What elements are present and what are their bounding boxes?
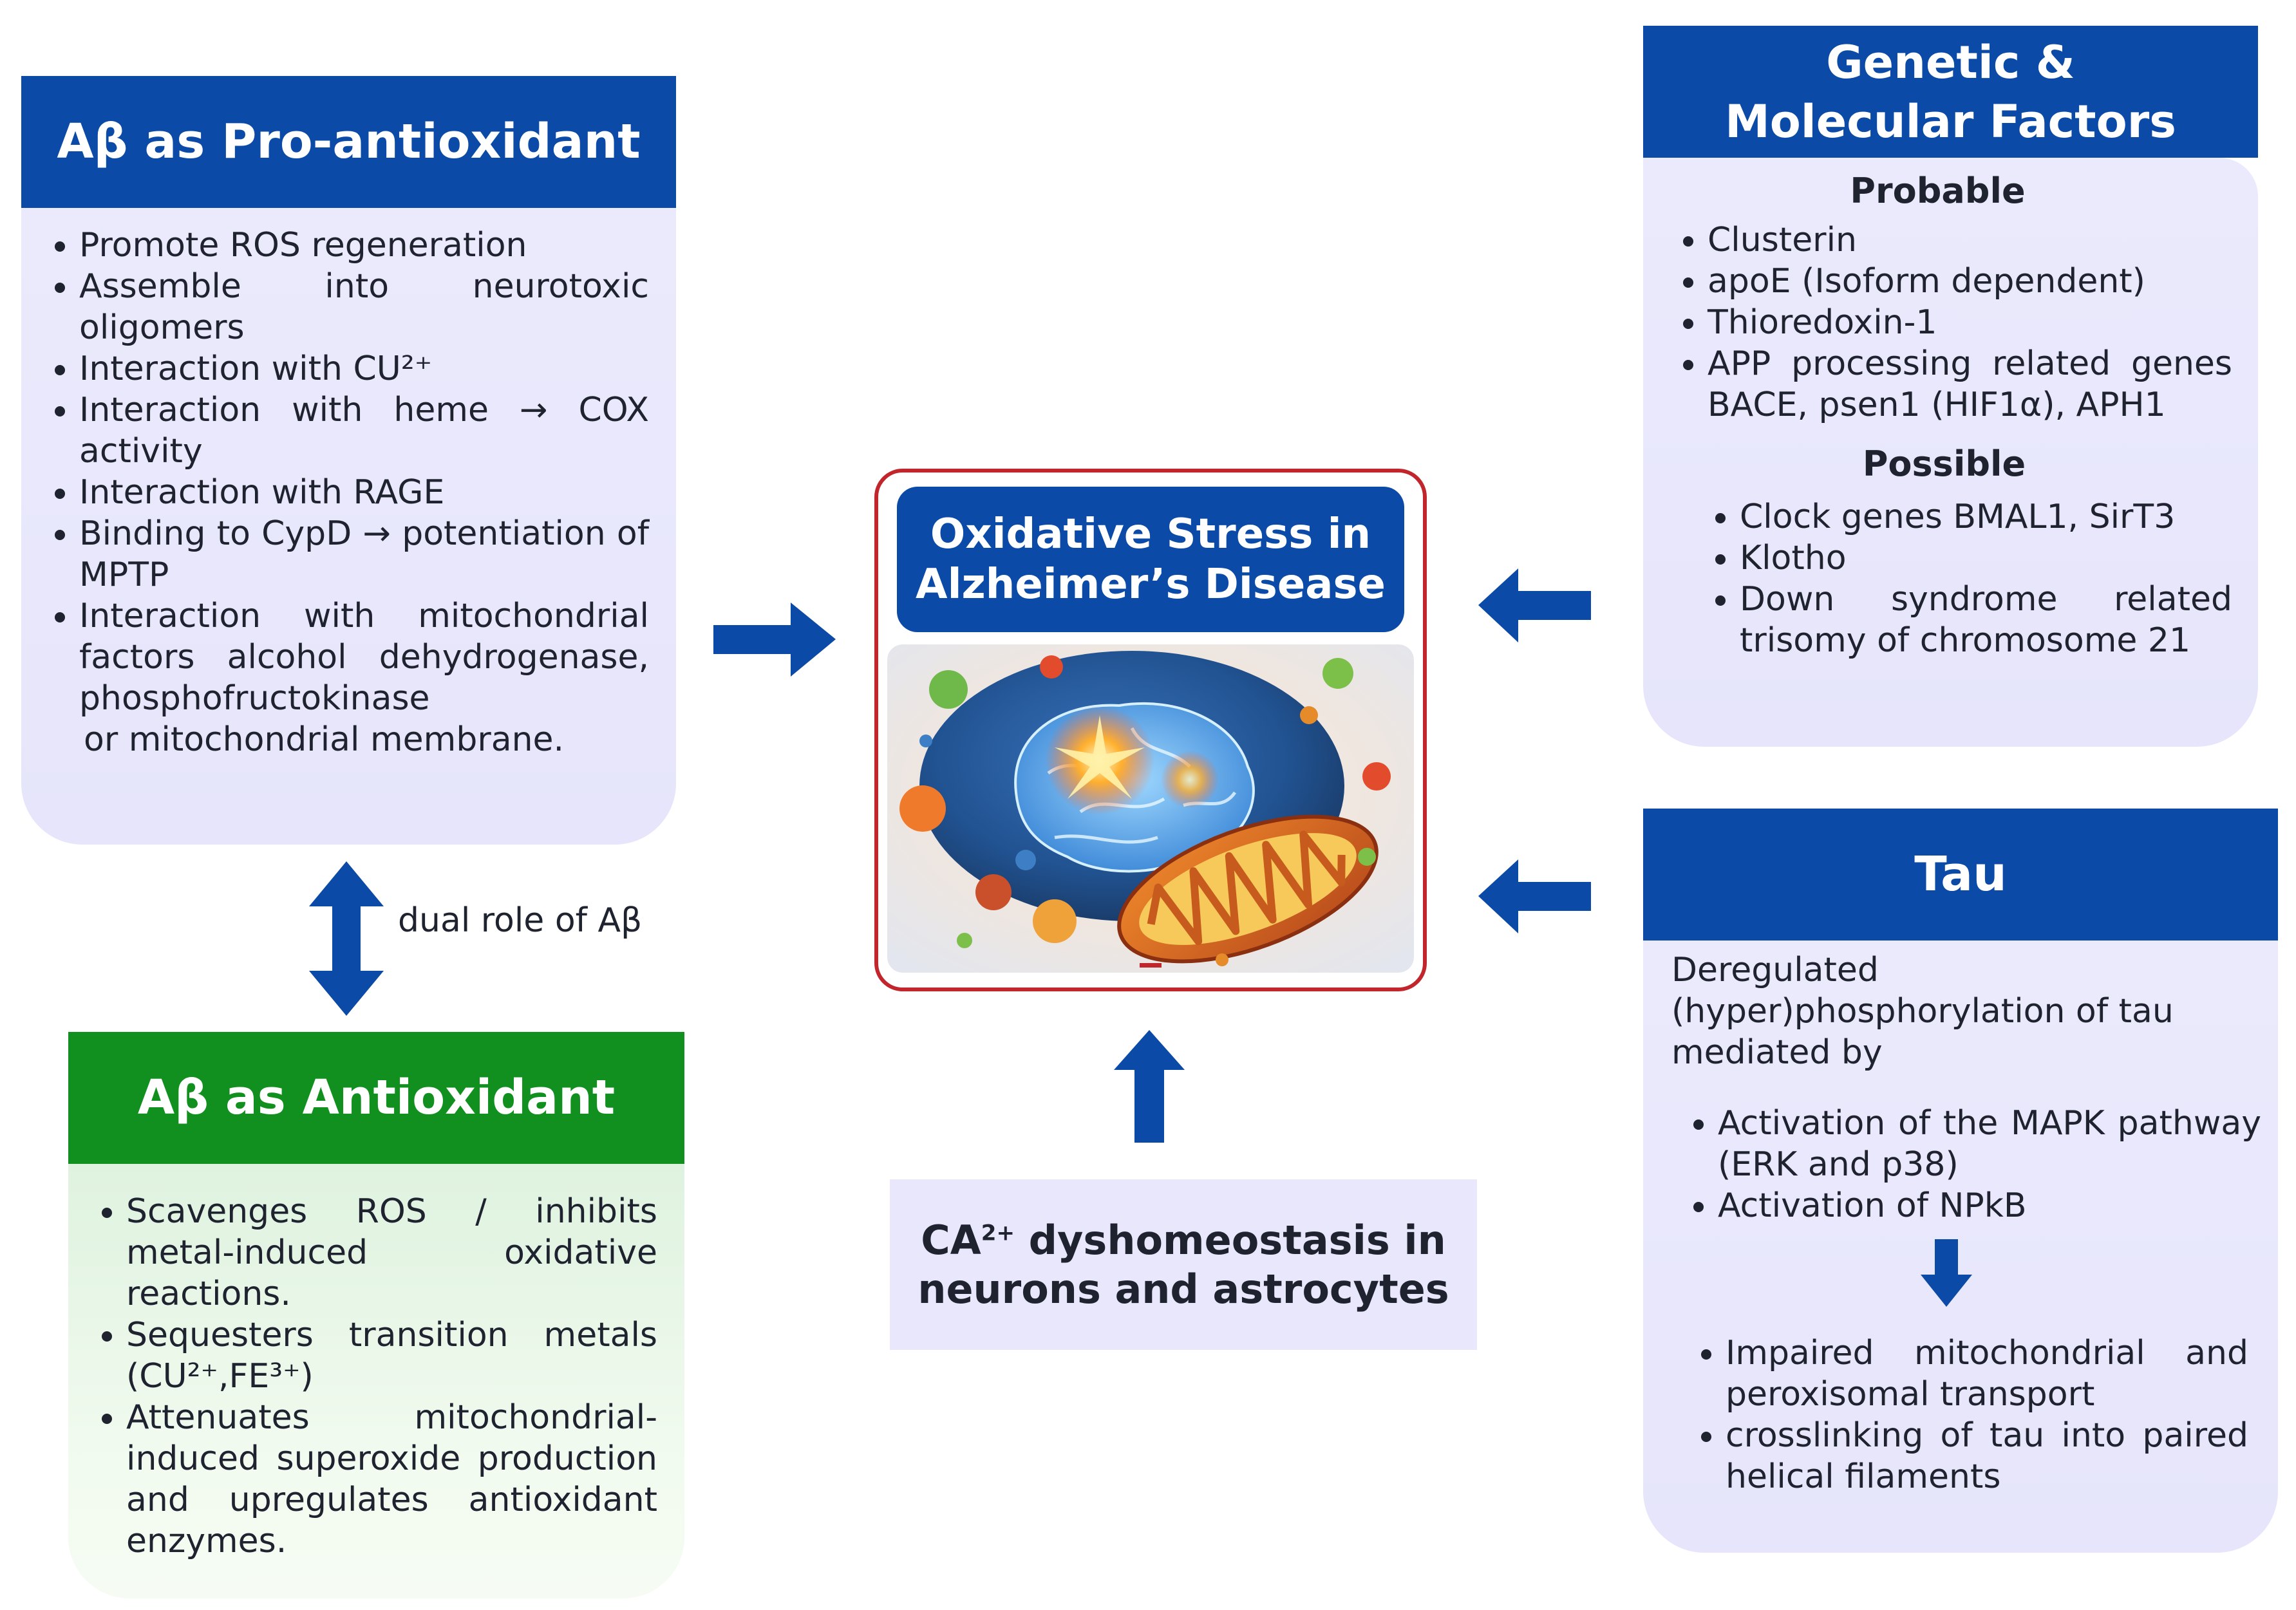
- list-item: Assemble into neurotoxic oligomers: [79, 266, 649, 348]
- double-arrow-icon: [309, 861, 384, 1016]
- list-item: Interaction with CU²⁺: [79, 348, 649, 389]
- probable-list: Clusterin apoE (Isoform dependent) Thior…: [1643, 220, 2232, 426]
- ca-line2: neurons and astrocytes: [917, 1265, 1449, 1313]
- center-title-box: Oxidative Stress in Alzheimer’s Disease: [897, 487, 1404, 632]
- center-title-line2: Alzheimer’s Disease: [916, 561, 1386, 608]
- down-arrow-icon: [1921, 1239, 1972, 1307]
- list-item: Klotho: [1740, 538, 2232, 579]
- genetic-title-line1: Genetic &: [1826, 35, 2075, 89]
- left-arrow-icon: [1478, 859, 1591, 933]
- probable-label: Probable: [1850, 171, 2026, 211]
- list-item: Activation of the MAPK pathway (ERK and …: [1718, 1103, 2261, 1185]
- antioxidant-panel: Aβ as Antioxidant Scavenges ROS / inhibi…: [68, 1032, 684, 1598]
- right-arrow-icon: [713, 603, 836, 677]
- antioxidant-body: Scavenges ROS / inhibits metal-induced o…: [68, 1164, 684, 1598]
- ca-line1-rest: dyshomeostasis in: [1015, 1216, 1446, 1264]
- tau-list-1: Activation of the MAPK pathway (ERK and …: [1671, 1103, 2261, 1226]
- tau-intro: Deregulated (hyper)phosphorylation of ta…: [1671, 951, 2174, 1072]
- antioxidant-title: Aβ as Antioxidant: [137, 1070, 616, 1126]
- list-item: crosslinking of tau into paired helical …: [1726, 1415, 2248, 1497]
- pro-antioxidant-header: Aβ as Pro-antioxidant: [21, 76, 676, 208]
- dual-role-label: dual role of Aβ: [398, 901, 643, 940]
- tau-list-2: Impaired mitochondrial and peroxisomal t…: [1671, 1333, 2248, 1497]
- list-item: Attenuates mitochondrial-induced superox…: [126, 1397, 657, 1562]
- tau-title: Tau: [1914, 847, 2007, 903]
- possible-list: Clock genes BMAL1, SirT3 Klotho Down syn…: [1643, 496, 2232, 661]
- genetic-factors-header: Genetic & Molecular Factors: [1643, 26, 2258, 158]
- list-item: Activation of NPkB: [1718, 1185, 2261, 1226]
- list-item: Down syndrome related trisomy of chromos…: [1740, 579, 2232, 661]
- antioxidant-header: Aβ as Antioxidant: [68, 1032, 684, 1164]
- ca-prefix: CA: [921, 1216, 981, 1264]
- list-item: Thioredoxin-1: [1708, 302, 2232, 343]
- list-item: Binding to CypD → potentiation of MPTP: [79, 513, 649, 595]
- list-item: Interaction with mitochondrial factors a…: [79, 595, 649, 719]
- list-item: Scavenges ROS / inhibits metal-induced o…: [126, 1191, 657, 1315]
- list-item: Interaction with RAGE: [79, 472, 649, 513]
- list-item: Interaction with heme → COX activity: [79, 389, 649, 472]
- list-item: Clock genes BMAL1, SirT3: [1740, 496, 2232, 538]
- ca-superscript: 2+: [981, 1219, 1015, 1246]
- pro-antioxidant-tail: or mitochondrial membrane.: [84, 720, 565, 759]
- genetic-title-line2: Molecular Factors: [1725, 95, 2176, 148]
- possible-label: Possible: [1862, 444, 2026, 484]
- tau-body: Deregulated (hyper)phosphorylation of ta…: [1643, 941, 2278, 1553]
- list-item: Clusterin: [1708, 220, 2232, 261]
- list-item: Sequesters transition metals (CU²⁺,FE³⁺): [126, 1315, 657, 1397]
- tau-panel: Tau Deregulated (hyper)phosphorylation o…: [1643, 809, 2278, 1553]
- list-item: APP processing related genes BACE, psen1…: [1708, 343, 2232, 426]
- pro-antioxidant-title: Aβ as Pro-antioxidant: [57, 114, 641, 170]
- genetic-factors-panel: Genetic & Molecular Factors Probable Clu…: [1643, 26, 2258, 747]
- tau-header: Tau: [1643, 809, 2278, 941]
- antioxidant-list: Scavenges ROS / inhibits metal-induced o…: [68, 1191, 657, 1562]
- center-title-line1: Oxidative Stress in: [930, 510, 1371, 558]
- up-arrow-icon: [1114, 1030, 1185, 1143]
- pro-antioxidant-body: Promote ROS regeneration Assemble into n…: [21, 208, 676, 845]
- pro-antioxidant-panel: Aβ as Pro-antioxidant Promote ROS regene…: [21, 76, 676, 845]
- list-item: apoE (Isoform dependent): [1708, 261, 2232, 302]
- list-item: Impaired mitochondrial and peroxisomal t…: [1726, 1333, 2248, 1415]
- list-item: Promote ROS regeneration: [79, 225, 649, 266]
- pro-antioxidant-list: Promote ROS regeneration Assemble into n…: [21, 225, 649, 719]
- ca-dyshomeostasis-box: CA2+ dyshomeostasis in neurons and astro…: [890, 1179, 1477, 1350]
- center-box: Oxidative Stress in Alzheimer’s Disease: [874, 469, 1427, 991]
- genetic-factors-body: Probable Clusterin apoE (Isoform depende…: [1643, 158, 2258, 747]
- left-arrow-icon: [1478, 568, 1591, 642]
- brain-mitochondria-illustration: [887, 644, 1414, 973]
- ca-line1: CA2+ dyshomeostasis in: [921, 1216, 1445, 1265]
